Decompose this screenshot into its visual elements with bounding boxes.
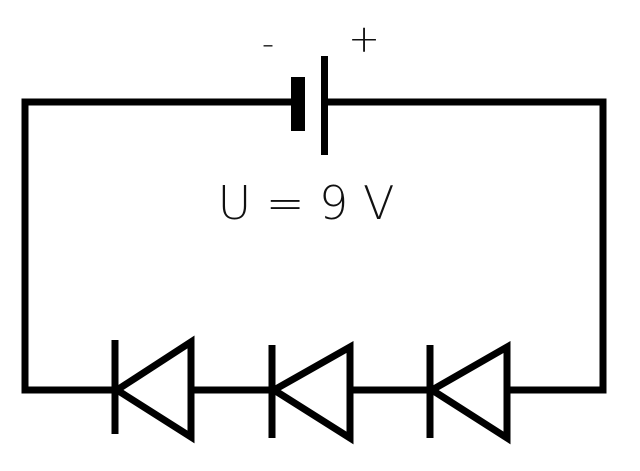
voltage-label: U = 9 V <box>218 176 395 230</box>
negative-terminal-label: - <box>262 24 274 64</box>
battery-symbol <box>291 56 328 155</box>
wire-top-left <box>21 98 291 394</box>
diode-3 <box>425 340 511 445</box>
wire-top-right <box>328 98 607 394</box>
diode-2 <box>267 340 354 445</box>
battery-positive-plate <box>321 56 328 155</box>
diode-1 <box>110 335 195 444</box>
positive-terminal-label: + <box>348 17 380 61</box>
battery-negative-plate <box>291 77 305 131</box>
